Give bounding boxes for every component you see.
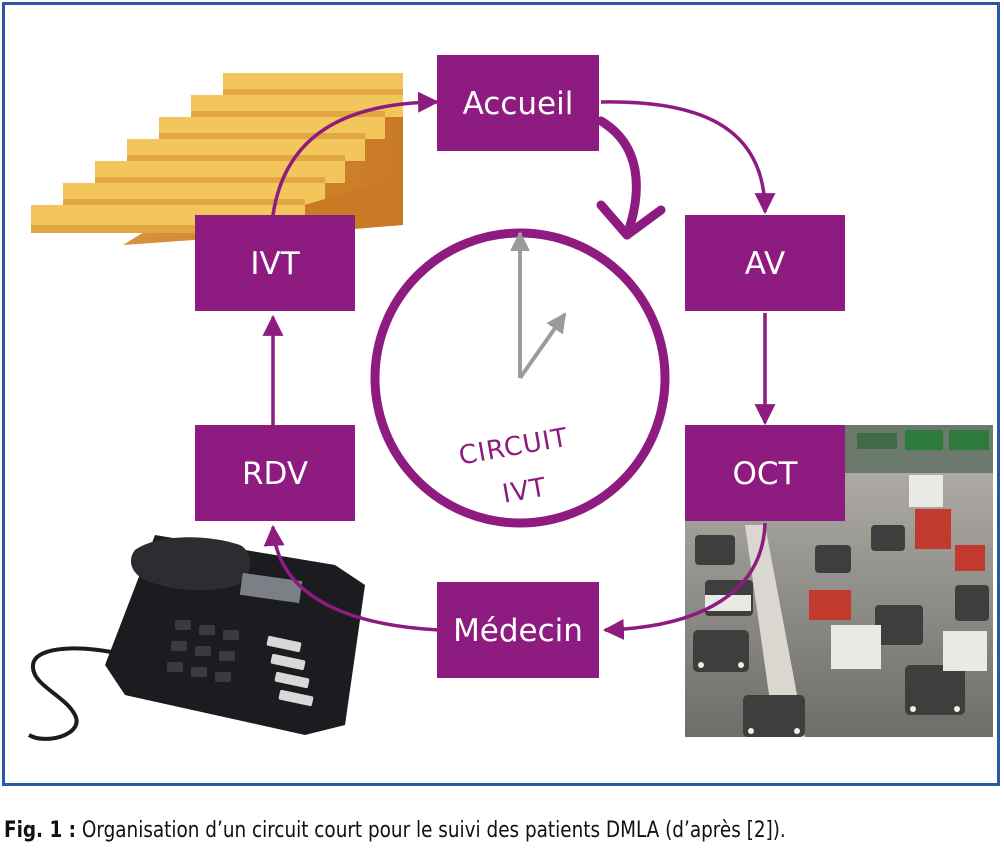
- node-oct-label: OCT: [733, 456, 799, 492]
- node-ivt: IVT: [195, 215, 355, 311]
- clock-icon: [370, 228, 670, 528]
- circuit-entry-arrow: [596, 116, 666, 240]
- node-av-label: AV: [745, 246, 785, 282]
- node-av: AV: [685, 215, 845, 311]
- figure-frame: CIRCUIT IVT Accueil AV OCT Médecin RDV I…: [2, 2, 1000, 786]
- node-medecin: Médecin: [437, 582, 599, 678]
- node-ivt-label: IVT: [250, 246, 300, 282]
- node-oct: OCT: [685, 425, 845, 521]
- figure-caption: Fig. 1 : Organisation d’un circuit court…: [4, 818, 930, 843]
- caption-text: Organisation d’un circuit court pour le …: [76, 818, 786, 843]
- caption-prefix: Fig. 1 :: [4, 818, 77, 843]
- node-medecin-label: Médecin: [453, 613, 583, 649]
- connector-arrows: [262, 91, 776, 640]
- desk-phone-icon: [27, 535, 365, 741]
- node-accueil-label: Accueil: [463, 86, 574, 122]
- node-rdv: RDV: [195, 425, 355, 521]
- node-rdv-label: RDV: [242, 456, 308, 492]
- arrow-ivt-accueil: [271, 91, 440, 216]
- circuit-diagram: CIRCUIT IVT Accueil AV OCT Médecin RDV I…: [27, 55, 993, 741]
- node-accueil: Accueil: [437, 55, 599, 151]
- arrow-accueil-av: [600, 100, 776, 215]
- arrow-medecin-rdv: [263, 524, 440, 632]
- arrow-oct-medecin: [602, 522, 767, 640]
